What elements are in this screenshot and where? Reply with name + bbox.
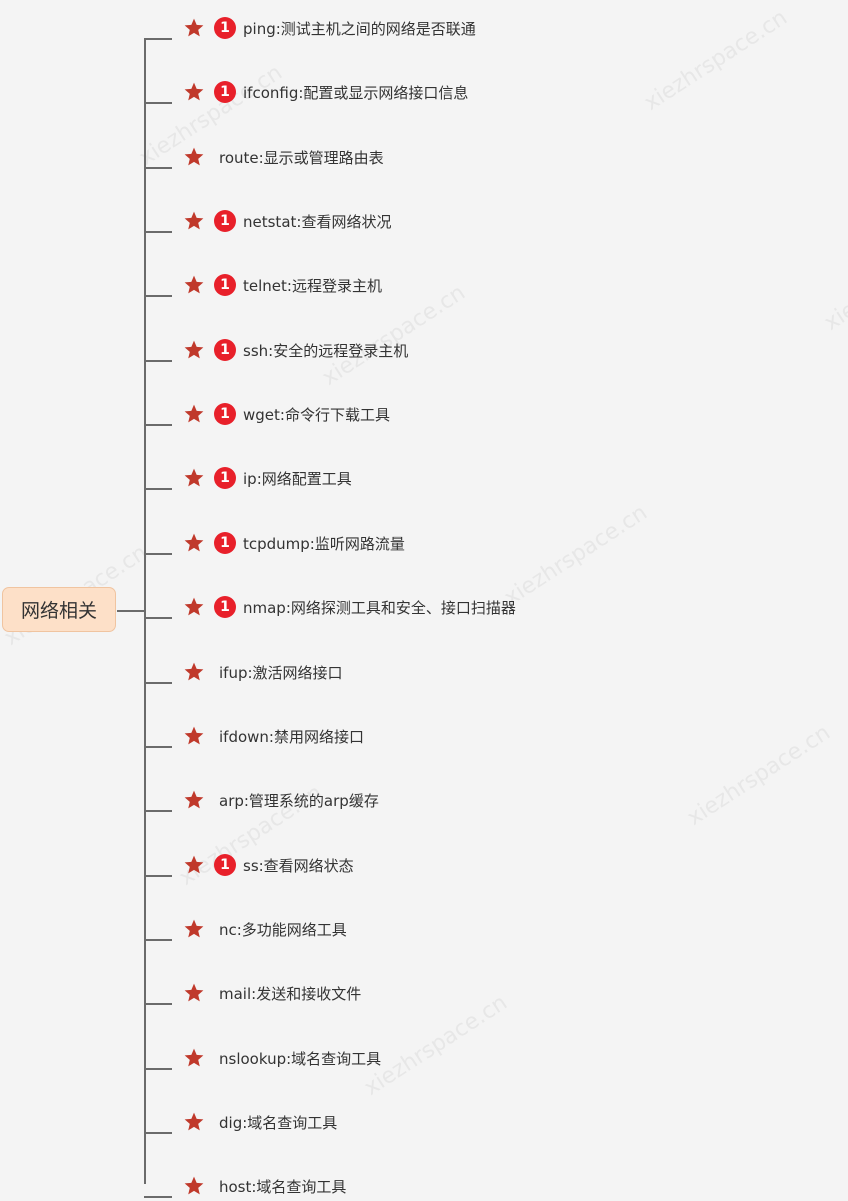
star-icon [183,982,205,1004]
subtopic-node[interactable]: arp:管理系统的arp缓存 [183,787,379,813]
star-icon [183,1175,205,1197]
subtopic-node[interactable]: 1 telnet:远程登录主机 [183,272,382,298]
branch-line [144,875,172,877]
priority-1-icon: 1 [214,339,236,361]
priority-1-icon: 1 [214,532,236,554]
branch-line [144,295,172,297]
branch-line [144,810,172,812]
subtopic-label: nslookup:域名查询工具 [219,1049,382,1068]
subtopic-label: route:显示或管理路由表 [219,148,384,167]
branch-line [144,360,172,362]
branch-line [144,746,172,748]
subtopic-label: nmap:网络探测工具和安全、接口扫描器 [243,598,516,617]
subtopic-label: ifdown:禁用网络接口 [219,727,364,746]
priority-1-icon: 1 [214,17,236,39]
subtopic-node[interactable]: 1 ping:测试主机之间的网络是否联通 [183,15,476,41]
subtopic-node[interactable]: 1 ss:查看网络状态 [183,852,354,878]
subtopic-label: nc:多功能网络工具 [219,920,347,939]
priority-1-icon: 1 [214,274,236,296]
subtopic-node[interactable]: 1 ssh:安全的远程登录主机 [183,337,408,363]
star-icon [183,789,205,811]
priority-1-icon: 1 [214,403,236,425]
branch-line [144,1196,172,1198]
subtopic-label: dig:域名查询工具 [219,1113,338,1132]
priority-1-icon: 1 [214,467,236,489]
star-icon [183,918,205,940]
subtopic-node[interactable]: nslookup:域名查询工具 [183,1045,381,1071]
branch-line [144,102,172,104]
star-icon [183,596,205,618]
watermark: xiezhrspace.cn [500,500,652,611]
watermark: xiezhrspace.cn [640,5,792,116]
branch-line [144,682,172,684]
branch-line [144,424,172,426]
branch-line [144,1132,172,1134]
root-connector-line [117,610,145,612]
star-icon [183,81,205,103]
subtopic-node[interactable]: host:域名查询工具 [183,1173,346,1199]
branch-line [144,1068,172,1070]
watermark: xiezhrspace.cn [360,990,512,1101]
star-icon [183,339,205,361]
branch-line [144,553,172,555]
subtopic-node[interactable]: mail:发送和接收文件 [183,980,361,1006]
subtopic-label: ssh:安全的远程登录主机 [243,341,409,360]
subtopic-label: telnet:远程登录主机 [243,276,382,295]
star-icon [183,1111,205,1133]
subtopic-label: ifup:激活网络接口 [219,663,343,682]
branch-line [144,617,172,619]
subtopic-label: wget:命令行下载工具 [243,405,390,424]
subtopic-node[interactable]: 1 netstat:查看网络状况 [183,208,391,234]
branch-line [144,1003,172,1005]
subtopic-label: ip:网络配置工具 [243,469,352,488]
root-topic-label: 网络相关 [20,600,97,622]
subtopic-label: tcpdump:监听网路流量 [243,534,405,553]
star-icon [183,17,205,39]
subtopic-node[interactable]: 1 nmap:网络探测工具和安全、接口扫描器 [183,594,516,620]
star-icon [183,274,205,296]
subtopic-node[interactable]: 1 tcpdump:监听网路流量 [183,530,405,556]
subtopic-node[interactable]: 1 wget:命令行下载工具 [183,401,390,427]
priority-1-icon: 1 [214,210,236,232]
branch-line [144,488,172,490]
subtopic-label: mail:发送和接收文件 [219,984,362,1003]
branch-line [144,939,172,941]
priority-1-icon: 1 [214,854,236,876]
subtopic-node[interactable]: ifdown:禁用网络接口 [183,723,364,749]
branch-line [144,231,172,233]
branch-line [144,167,172,169]
subtopic-label: host:域名查询工具 [219,1177,347,1196]
star-icon [183,467,205,489]
star-icon [183,403,205,425]
star-icon [183,1047,205,1069]
star-icon [183,661,205,683]
star-icon [183,854,205,876]
branch-spine-line [144,38,146,1184]
priority-1-icon: 1 [214,81,236,103]
subtopic-node[interactable]: route:显示或管理路由表 [183,144,384,170]
star-icon [183,146,205,168]
subtopic-label: netstat:查看网络状况 [243,212,392,231]
subtopic-node[interactable]: ifup:激活网络接口 [183,659,343,685]
star-icon [183,725,205,747]
star-icon [183,532,205,554]
subtopic-node[interactable]: 1 ip:网络配置工具 [183,465,352,491]
root-topic-node[interactable]: 网络相关 [2,587,116,632]
subtopic-node[interactable]: nc:多功能网络工具 [183,916,347,942]
subtopic-label: ifconfig:配置或显示网络接口信息 [243,83,469,102]
watermark: xiezhrspace.cn [820,225,848,336]
watermark: xiezhrspace.cn [683,720,835,831]
subtopic-node[interactable]: dig:域名查询工具 [183,1109,337,1135]
subtopic-node[interactable]: 1 ifconfig:配置或显示网络接口信息 [183,79,468,105]
priority-1-icon: 1 [214,596,236,618]
star-icon [183,210,205,232]
subtopic-label: ping:测试主机之间的网络是否联通 [243,19,476,38]
branch-line [144,38,172,40]
subtopic-label: ss:查看网络状态 [243,856,354,875]
subtopic-label: arp:管理系统的arp缓存 [219,791,379,810]
